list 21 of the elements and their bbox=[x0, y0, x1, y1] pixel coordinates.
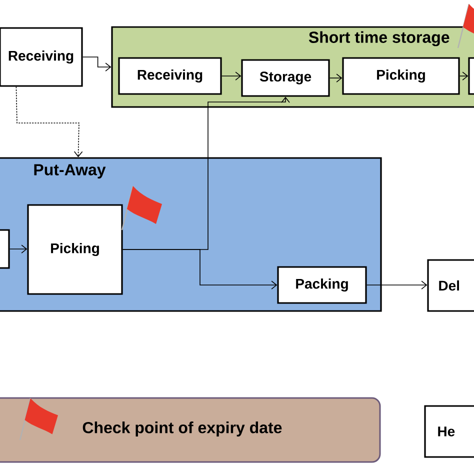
process-box: He bbox=[424, 405, 474, 458]
arrow bbox=[82, 56, 112, 72]
process-box: Storage bbox=[241, 59, 330, 97]
container-title: Short time storage bbox=[308, 31, 450, 46]
process-box: Picking bbox=[342, 57, 460, 95]
process-box bbox=[0, 229, 10, 269]
legend-text: Check point of expiry date bbox=[82, 422, 282, 436]
arrow bbox=[459, 72, 468, 80]
process-box bbox=[468, 57, 474, 95]
process-box: Del bbox=[427, 259, 474, 312]
arrow bbox=[366, 280, 428, 290]
arrow bbox=[122, 249, 278, 290]
arrow bbox=[329, 74, 342, 82]
arrow bbox=[9, 244, 28, 254]
arrow bbox=[221, 72, 242, 80]
process-box: Receiving bbox=[0, 27, 83, 87]
process-box: Packing bbox=[277, 266, 367, 304]
process-box: Receiving bbox=[118, 57, 222, 95]
dotted-arrow bbox=[16, 86, 83, 158]
container-title: Put-Away bbox=[34, 164, 106, 179]
process-box: Picking bbox=[27, 204, 123, 295]
